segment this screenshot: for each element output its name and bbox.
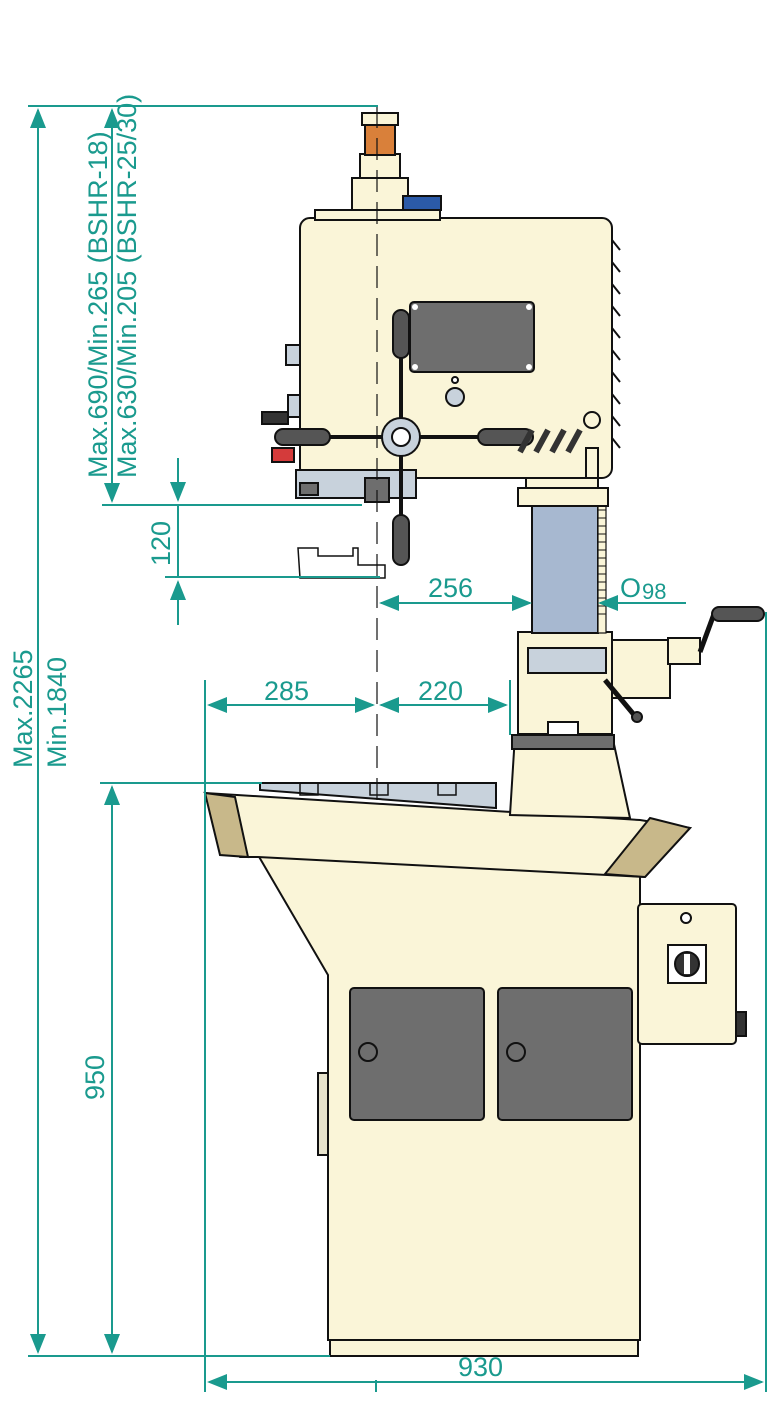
drill-head xyxy=(295,209,621,503)
dimension-labels: Max.690/Min.265 (BSHR-18) Max.630/Min.20… xyxy=(8,94,666,1382)
label-max-2265: Max.2265 xyxy=(8,649,38,768)
crank-handle xyxy=(711,606,765,622)
side-controls xyxy=(261,344,301,463)
bellows-cover xyxy=(364,124,396,156)
label-950: 950 xyxy=(80,1055,110,1100)
handle-left xyxy=(274,428,331,446)
label-285: 285 xyxy=(264,676,309,706)
elevation-crank xyxy=(603,606,765,723)
label-column-diameter: 98 xyxy=(642,579,666,604)
label-256: 256 xyxy=(428,573,473,603)
electrical-box xyxy=(637,903,747,1045)
handle-bottom xyxy=(392,514,410,566)
cabinet-door-right xyxy=(497,987,633,1121)
dimension-lines xyxy=(28,105,767,1392)
cabinet-door-left xyxy=(349,987,485,1121)
column xyxy=(517,475,609,634)
label-930: 930 xyxy=(458,1352,503,1382)
handle-top xyxy=(392,309,410,359)
head-plate xyxy=(409,301,535,373)
label-head-travel-18: Max.690/Min.265 (BSHR-18) xyxy=(83,131,113,478)
label-head-travel-25-30: Max.630/Min.205 (BSHR-25/30) xyxy=(112,94,142,478)
indicator-lamp xyxy=(680,912,692,924)
door-knob-right xyxy=(506,1042,526,1062)
feed-handles xyxy=(274,309,583,566)
work-table xyxy=(203,782,692,879)
spindle-top xyxy=(351,112,442,211)
machine xyxy=(203,112,765,1357)
base-cabinet xyxy=(256,854,641,1357)
label-min-1840: Min.1840 xyxy=(42,657,72,768)
handle-right xyxy=(477,428,534,446)
label-120: 120 xyxy=(146,521,176,566)
door-knob-left xyxy=(358,1042,378,1062)
spindle-nose xyxy=(297,547,386,579)
label-column-diameter-symbol: O xyxy=(620,573,641,603)
label-220: 220 xyxy=(418,676,463,706)
